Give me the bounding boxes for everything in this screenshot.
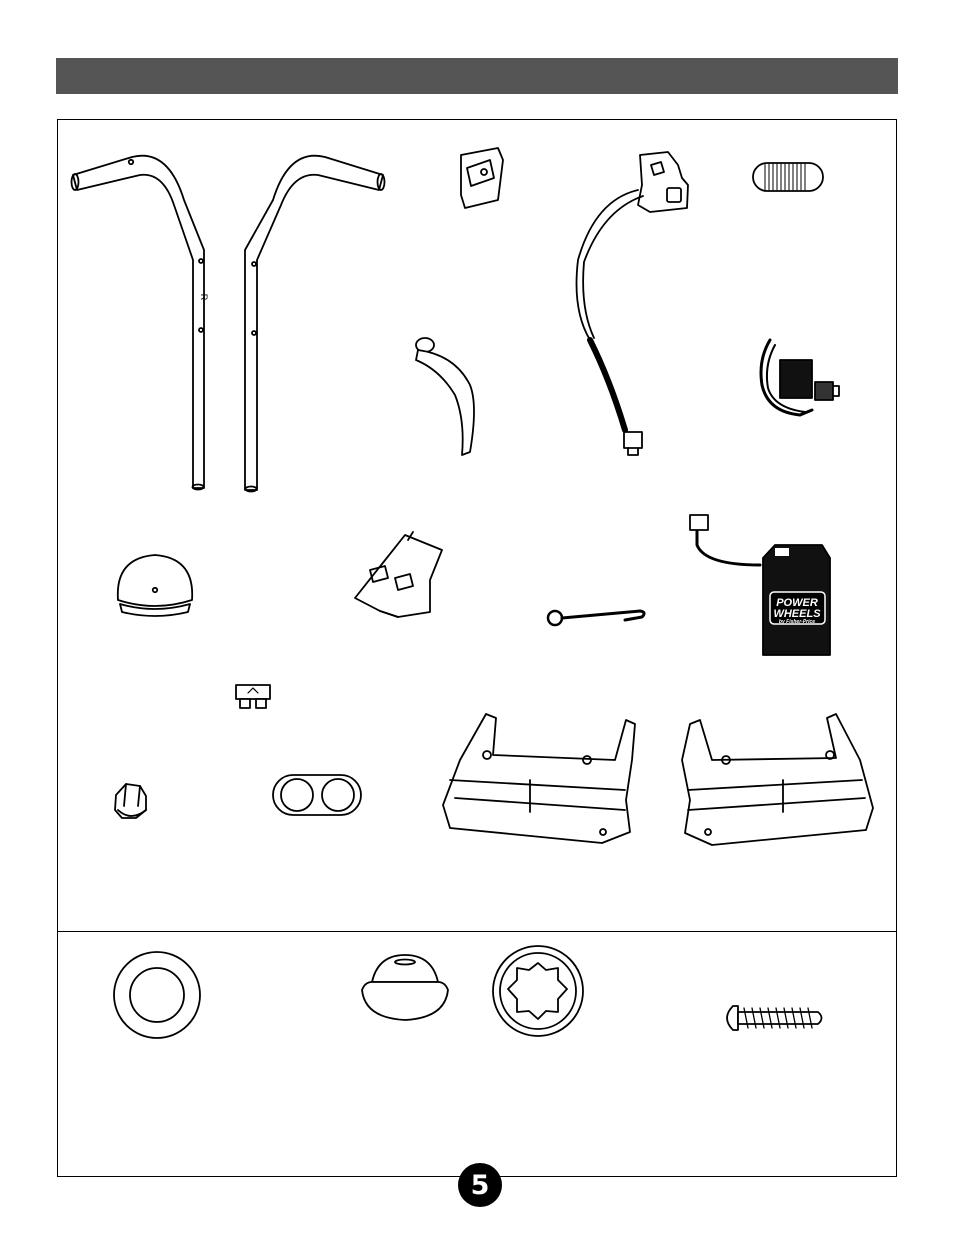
throttle-housing — [461, 148, 503, 208]
charger — [761, 340, 839, 415]
battery-bracket — [355, 532, 442, 617]
handgrip — [753, 163, 823, 191]
washer — [114, 952, 200, 1038]
hook-pin — [548, 611, 644, 625]
hex-nut — [115, 784, 146, 818]
hub-cap — [362, 955, 448, 1020]
page-number: 5 — [458, 1163, 502, 1207]
switch-harness — [577, 152, 689, 455]
handlebar-tube-left — [245, 156, 385, 492]
dome-cap — [118, 555, 192, 616]
handlebar-tube-right: R — [72, 156, 210, 490]
pedal-arm — [416, 338, 474, 455]
screw — [727, 1006, 822, 1030]
fuse — [236, 685, 270, 708]
handlebar-mark: R — [199, 294, 209, 301]
double-button — [273, 775, 361, 815]
battery-logo-brand: by Fisher-Price — [779, 619, 815, 625]
footrest-left — [443, 714, 635, 843]
footrest-right — [682, 714, 873, 845]
push-nut — [493, 946, 583, 1036]
battery: POWER WHEELS by Fisher-Price — [690, 515, 830, 655]
